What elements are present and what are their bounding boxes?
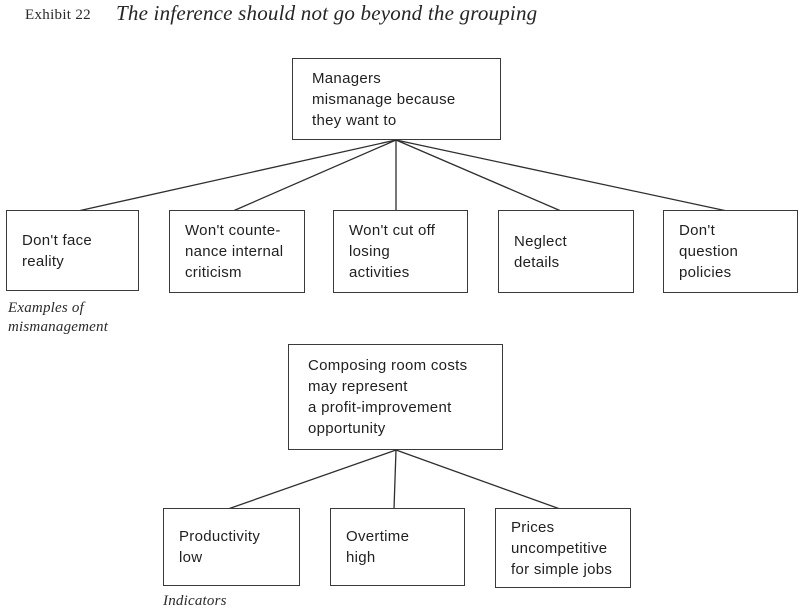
diagram-box-wont-countenance: Won't counte- nance internal criticism (169, 210, 305, 293)
caption-examples-of-mismanagement: Examples of mismanagement (8, 300, 109, 335)
diagram-box-productivity-low: Productivity low (163, 508, 300, 586)
top-connector-1 (77, 139, 397, 212)
page-title: The inference should not go beyond the g… (116, 1, 538, 25)
diagram-box-top-root: Managers mismanage because they want to (292, 58, 501, 140)
diagram-box-overtime-high: Overtime high (330, 508, 465, 586)
bottom-connector-2 (393, 449, 397, 510)
diagram-box-dont-face-reality: Don't face reality (6, 210, 139, 291)
diagram-box-prices-uncompetitive: Prices uncompetitive for simple jobs (495, 508, 631, 588)
diagram-box-dont-question-policies: Don't question policies (663, 210, 798, 293)
top-connector-4 (395, 139, 562, 212)
diagram-box-bottom-root: Composing room costs may represent a pro… (288, 344, 503, 450)
diagram-box-wont-cut-off: Won't cut off losing activities (333, 210, 468, 293)
caption-indicators: Indicators (163, 593, 227, 609)
diagram-box-neglect-details: Neglect details (498, 210, 634, 293)
top-connector-5 (395, 139, 728, 212)
bottom-connector-3 (395, 449, 561, 510)
bottom-connector-1 (227, 449, 397, 510)
top-connector-2 (232, 139, 397, 212)
exhibit-label: Exhibit 22 (25, 7, 91, 23)
